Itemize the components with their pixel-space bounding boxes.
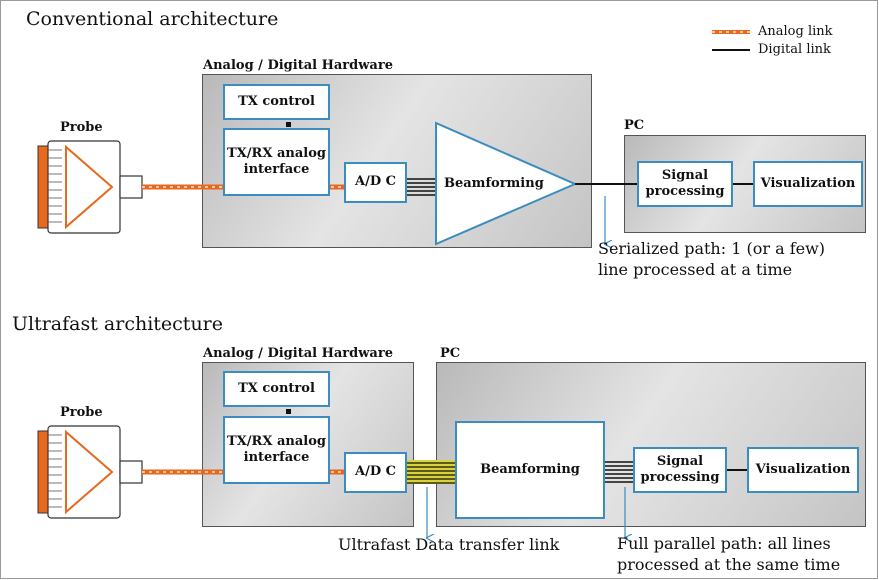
ultrafast-parallel-note: Full parallel path: all lines processed … [617, 534, 841, 574]
conventional-control-connector [286, 122, 291, 127]
conventional-serialized-note: Serialized path: 1 (or a few) line proce… [598, 239, 826, 279]
conventional-title: Conventional architecture [26, 8, 279, 30]
ultrafast-link-note: Ultrafast Data transfer link [338, 535, 560, 554]
conventional-pc-title: PC [624, 118, 645, 133]
conventional-digital-bus [407, 178, 436, 196]
conventional-probe-label: Probe [60, 120, 103, 135]
conventional-adc-box: A/D C [344, 162, 407, 203]
conventional-hardware-title: Analog / Digital Hardware [203, 58, 393, 73]
conventional-signal-processing-box: Signal processing [637, 161, 733, 207]
ultrafast-beamforming-box: Beamforming [455, 421, 605, 519]
ultrafast-title: Ultrafast architecture [12, 313, 224, 335]
conventional-txrx-box: TX/RX analog interface [223, 128, 330, 196]
ultrafast-data-link [405, 460, 455, 484]
ultrafast-parallel-bus [605, 461, 633, 483]
legend-analog-label: Analog link [758, 24, 833, 39]
conventional-tx-control-box: TX control [223, 84, 330, 120]
ultrafast-txrx-box: TX/RX analog interface [223, 416, 330, 484]
legend-digital-label: Digital link [758, 42, 831, 57]
conventional-beamforming-label: Beamforming [444, 176, 544, 191]
ultrafast-pc-title: PC [440, 346, 461, 361]
conventional-visualization-box: Visualization [753, 161, 863, 207]
conventional-beamforming-triangle [435, 121, 578, 246]
ultrafast-tx-control-box: TX control [223, 371, 330, 407]
conventional-probe-icon [37, 140, 143, 234]
ultrafast-visualization-box: Visualization [747, 447, 859, 493]
ultrafast-hardware-title: Analog / Digital Hardware [203, 346, 393, 361]
ultrafast-adc-box: A/D C [344, 452, 407, 493]
ultrafast-signal-processing-box: Signal processing [633, 447, 727, 493]
ultrafast-probe-icon [37, 425, 143, 519]
ultrafast-control-connector [286, 409, 291, 414]
ultrafast-probe-label: Probe [60, 405, 103, 420]
